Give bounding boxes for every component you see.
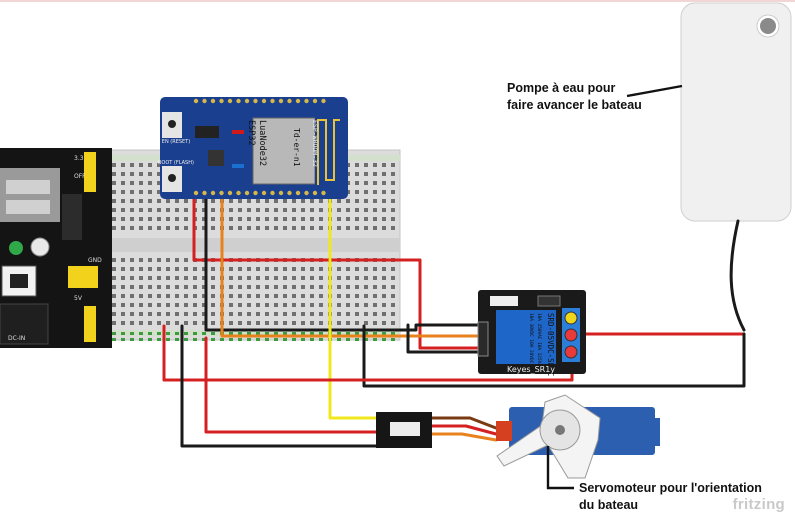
power-led bbox=[9, 241, 23, 255]
pump-label: Pompe à eau pour faire avancer le bateau bbox=[507, 80, 642, 114]
esp32-chip-sub: Td-er-n1 bbox=[292, 128, 301, 167]
jumper-bottom bbox=[84, 306, 96, 342]
relay-input-pins bbox=[477, 321, 489, 357]
relay-cube bbox=[496, 310, 556, 364]
relay-rating-2: 10A 30VDC 10A 28VDC bbox=[528, 313, 534, 364]
pump-leader-line bbox=[626, 84, 683, 98]
label-5v: 5V bbox=[74, 295, 83, 302]
reset-label: EN (RESET) bbox=[162, 139, 190, 145]
water-pump bbox=[680, 2, 792, 222]
esp32-chip-label: ESP-WROOM-32 bbox=[311, 120, 319, 167]
top-divider bbox=[0, 0, 795, 2]
label-off: OFF bbox=[74, 173, 86, 180]
dc-jack bbox=[0, 303, 49, 345]
label-dc-in: DC-IN bbox=[8, 335, 25, 342]
esp32-pin-headers bbox=[193, 98, 326, 196]
servo-motor bbox=[376, 394, 660, 479]
power-supply-module: 3.3 OFF GND 5V DC-IN bbox=[0, 148, 112, 348]
blue-led bbox=[232, 164, 244, 168]
esp32-name-line1: LuaNode32 bbox=[257, 120, 267, 166]
relay-model: SRD-05VDC-SL-C bbox=[546, 313, 555, 376]
esp32-board: LuaNode32 ESP32 ESP-WROOM-32 Td-er-n1 EN… bbox=[158, 97, 348, 199]
pump-label-line2: faire avancer le bateau bbox=[507, 98, 642, 112]
relay-rating-1: 10A 250VAC 10A 125VAC bbox=[536, 313, 542, 369]
pump-label-line1: Pompe à eau pour bbox=[507, 81, 616, 95]
jumper-5v bbox=[68, 266, 98, 288]
esp-wroom-module bbox=[252, 117, 316, 185]
relay-module: SRD-05VDC-SL-C 10A 250VAC 10A 125VAC 10A… bbox=[477, 290, 586, 376]
servo-label: Servomoteur pour l'orientation du bateau bbox=[579, 480, 762, 514]
label-33: 3.3 bbox=[74, 155, 84, 162]
esp32-name-line2: ESP32 bbox=[246, 120, 256, 146]
servo-label-line1: Servomoteur pour l'orientation bbox=[579, 481, 762, 495]
servo-leader-line bbox=[546, 446, 574, 490]
servo-label-line2: du bateau bbox=[579, 498, 639, 512]
relay-footer: Keyes_SR1y bbox=[507, 365, 555, 374]
fritzing-watermark: fritzing bbox=[732, 496, 785, 513]
label-gnd: GND bbox=[88, 257, 102, 264]
jumper-top bbox=[84, 152, 96, 192]
red-led bbox=[232, 130, 244, 134]
antenna bbox=[317, 119, 340, 185]
boot-label: BOOT (FLASH) bbox=[158, 160, 194, 166]
